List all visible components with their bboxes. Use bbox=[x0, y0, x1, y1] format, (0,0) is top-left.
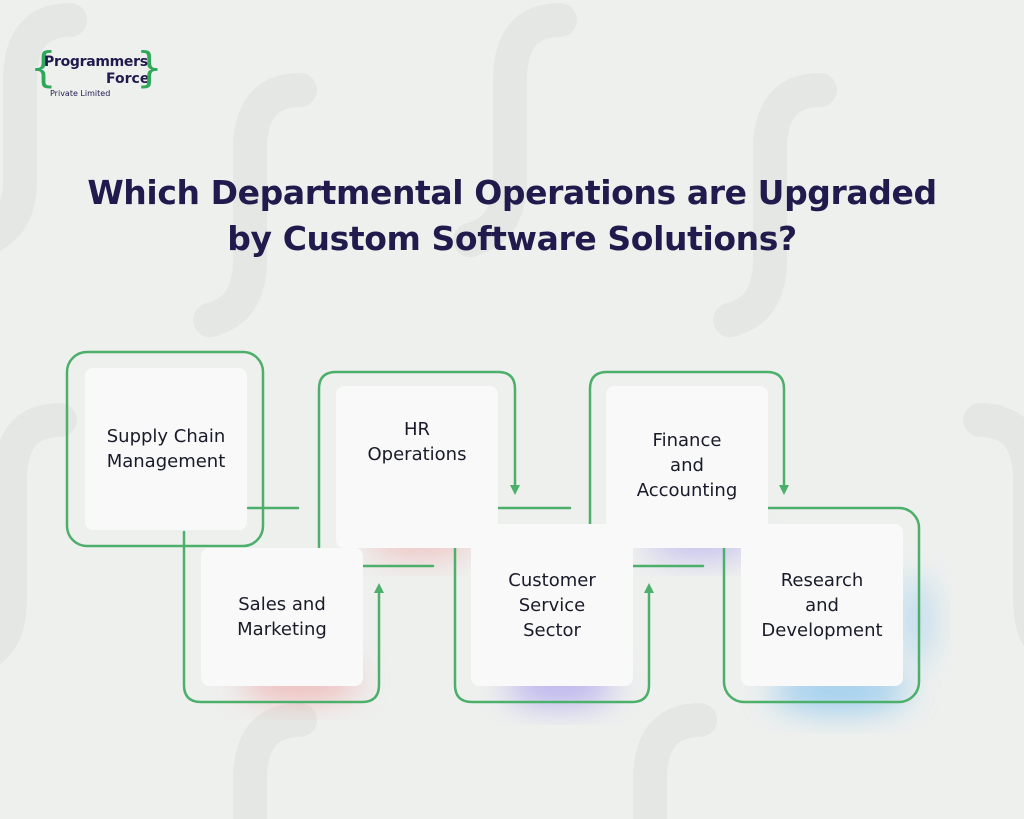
connector-supply-to-sales bbox=[182, 530, 384, 704]
logo-text-line1: Programmers bbox=[44, 54, 148, 70]
page-title: Which Departmental Operations are Upgrad… bbox=[40, 170, 984, 262]
company-logo: { Programmers Force } Private Limited bbox=[30, 43, 163, 100]
card-label-supply-chain: Supply Chain Management bbox=[106, 426, 226, 472]
card-customer-service-sector: Customer Service Sector bbox=[471, 524, 633, 686]
logo-right-brace: } bbox=[136, 43, 163, 92]
card-research-and-development: Research and Development bbox=[741, 524, 903, 686]
logo-text-line2: Force bbox=[106, 71, 150, 87]
frame-supply-chain bbox=[65, 350, 265, 548]
page-title-line2: by Custom Software Solutions? bbox=[227, 219, 797, 258]
logo-tagline: Private Limited bbox=[50, 89, 111, 98]
card-supply-chain-management: Supply Chain Management bbox=[85, 368, 247, 530]
card-label-sales: Sales and Marketing bbox=[237, 594, 327, 640]
page-title-line1: Which Departmental Operations are Upgrad… bbox=[87, 173, 937, 212]
card-sales-and-marketing: Sales and Marketing bbox=[201, 548, 363, 686]
card-label-research: Research and Development bbox=[761, 569, 883, 641]
card-finance-and-accounting: Finance and Accounting bbox=[606, 386, 768, 548]
logo-left-brace: { bbox=[30, 43, 57, 92]
card-label-hr: HR Operations bbox=[367, 419, 467, 465]
frame-research bbox=[722, 506, 921, 704]
card-label-finance: Finance and Accounting bbox=[636, 429, 738, 501]
card-label-customer: Customer Service Sector bbox=[508, 569, 596, 641]
card-hr-operations: HR Operations bbox=[336, 386, 498, 548]
glow-research-side bbox=[897, 575, 933, 665]
